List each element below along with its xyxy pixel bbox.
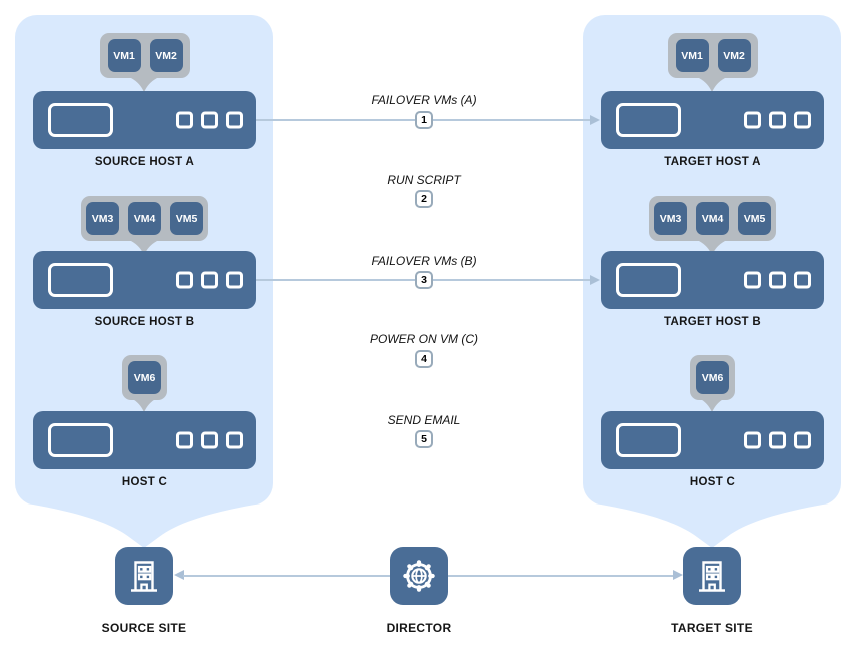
- vm-callout-source-a: VM1 VM2: [100, 33, 190, 78]
- host-screen-icon: [48, 103, 113, 137]
- source-host-b-label: SOURCE HOST B: [94, 316, 195, 328]
- target-host-b: [601, 251, 824, 309]
- vm-callout-source-c: VM6: [122, 355, 167, 400]
- host-screen-icon: [616, 423, 681, 457]
- vm-chip: VM5: [738, 202, 771, 235]
- target-site-icon: [683, 547, 741, 605]
- callout-tail: [131, 78, 157, 92]
- vm-chip: VM4: [696, 202, 729, 235]
- host-screen-icon: [616, 103, 681, 137]
- step-1-label: FAILOVER VMs (A): [371, 93, 477, 107]
- step-4-label: POWER ON VM (C): [370, 332, 478, 346]
- step-5-label: SEND EMAIL: [387, 413, 461, 427]
- host-drive-bays-icon: [744, 111, 811, 129]
- source-site-icon: [115, 547, 173, 605]
- host-drive-bays-icon: [744, 271, 811, 289]
- vm-chip: VM2: [149, 39, 183, 72]
- arrowhead-right-icon: [590, 115, 600, 125]
- director-icon: [390, 547, 448, 605]
- vm-callout-source-b: VM3 VM4 VM5: [81, 196, 208, 241]
- vm-chip: VM1: [107, 39, 141, 72]
- source-host-c: [33, 411, 256, 469]
- host-screen-icon: [48, 263, 113, 297]
- target-host-a-label: TARGET HOST A: [664, 156, 761, 168]
- target-host-a: [601, 91, 824, 149]
- vm-chip: VM6: [128, 361, 161, 394]
- vm-chip: VM2: [717, 39, 751, 72]
- vm-callout-target-b: VM3 VM4 VM5: [649, 196, 776, 241]
- callout-tail: [131, 398, 157, 412]
- vm-chip: VM6: [696, 361, 729, 394]
- source-site-label: SOURCE SITE: [101, 621, 187, 635]
- target-panel-tail: [595, 504, 829, 548]
- building-icon: [699, 561, 725, 592]
- step-4-badge: 4: [415, 350, 433, 368]
- step-3-badge: 3: [415, 271, 433, 289]
- arrowhead-right-icon: [673, 570, 683, 580]
- vm-chip: VM1: [675, 39, 709, 72]
- source-host-c-label: HOST C: [121, 476, 168, 488]
- callout-tail: [131, 241, 157, 255]
- step-3-label: FAILOVER VMs (B): [371, 254, 477, 268]
- target-host-c: [601, 411, 824, 469]
- host-drive-bays-icon: [176, 431, 243, 449]
- source-host-b: [33, 251, 256, 309]
- vm-chip: VM4: [128, 202, 161, 235]
- target-host-b-label: TARGET HOST B: [664, 316, 761, 328]
- host-drive-bays-icon: [176, 271, 243, 289]
- callout-tail: [699, 398, 725, 412]
- host-screen-icon: [616, 263, 681, 297]
- vm-chip: VM3: [654, 202, 687, 235]
- director-target-line: [448, 575, 674, 577]
- vm-callout-target-a: VM1 VM2: [668, 33, 758, 78]
- arrowhead-right-icon: [590, 275, 600, 285]
- director-label: DIRECTOR: [386, 621, 452, 635]
- step-2-badge: 2: [415, 190, 433, 208]
- callout-tail: [699, 78, 725, 92]
- source-panel-tail: [27, 504, 261, 548]
- arrowhead-left-icon: [174, 570, 184, 580]
- target-site-label: TARGET SITE: [671, 621, 753, 635]
- vm-callout-target-c: VM6: [690, 355, 735, 400]
- host-drive-bays-icon: [176, 111, 243, 129]
- host-screen-icon: [48, 423, 113, 457]
- vm-chip: VM5: [170, 202, 203, 235]
- target-host-c-label: HOST C: [689, 476, 736, 488]
- source-host-a-label: SOURCE HOST A: [94, 156, 195, 168]
- building-icon: [131, 561, 157, 592]
- callout-tail: [699, 241, 725, 255]
- step-5-badge: 5: [415, 430, 433, 448]
- gear-globe-icon: [403, 560, 435, 592]
- step-1-badge: 1: [415, 111, 433, 129]
- host-drive-bays-icon: [744, 431, 811, 449]
- step-2-label: RUN SCRIPT: [387, 173, 461, 187]
- vm-chip: VM3: [86, 202, 119, 235]
- source-host-a: [33, 91, 256, 149]
- director-source-line: [183, 575, 390, 577]
